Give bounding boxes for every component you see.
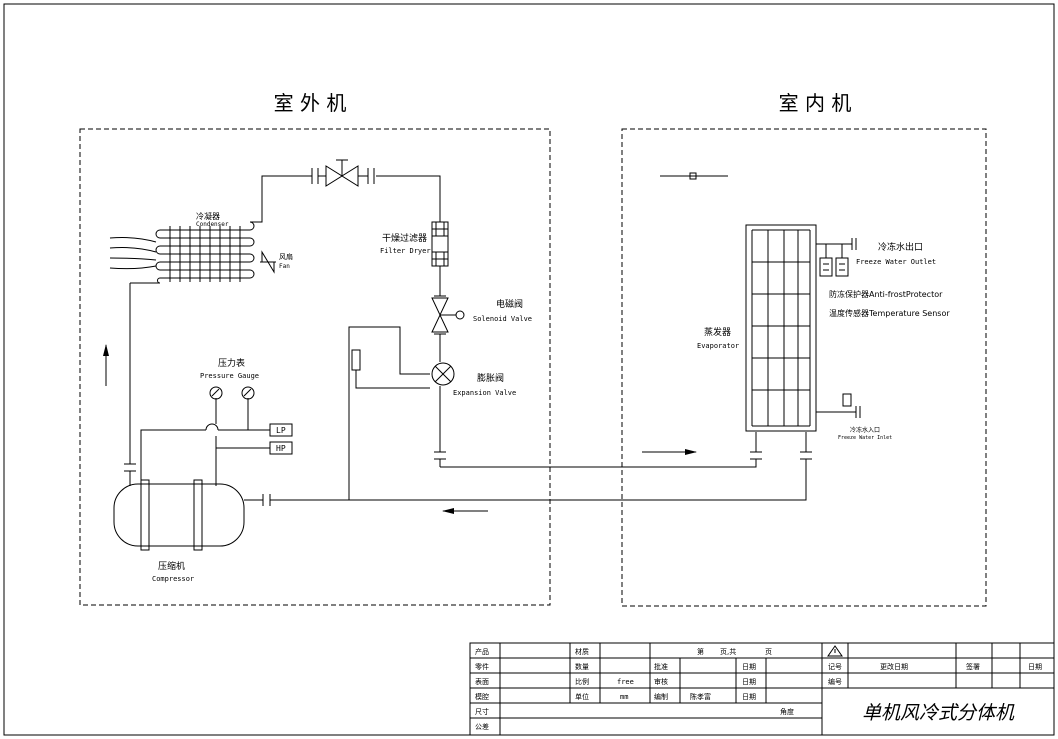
inlet-label-cn: 冷冻水入口 (850, 426, 880, 434)
lp-label: LP (276, 426, 286, 435)
fan-label-en: Fan (279, 263, 290, 270)
tb-scale: 比例 (575, 677, 589, 686)
evaporator-icon (745, 224, 817, 432)
compressor-label-en: Compressor (152, 575, 194, 583)
sensing-bulb-icon (351, 349, 361, 371)
fan-icon (260, 250, 276, 274)
outdoor-unit-title: 室 外 机 (274, 91, 347, 115)
tb-date-4: 日期 (742, 693, 756, 701)
indoor-marker-icon (660, 172, 728, 180)
expansion-label-en: Expansion Valve (453, 389, 516, 397)
tb-draft: 编制 (654, 692, 668, 701)
tb-angle: 角度 (780, 707, 794, 716)
hp-label: HP (276, 444, 286, 453)
title-block (469, 642, 1055, 736)
tb-dimension: 尺寸 (475, 707, 489, 716)
condenser-coil-icon (109, 221, 255, 284)
tb-check: 审核 (654, 677, 668, 686)
tb-pages: 页 (765, 648, 772, 656)
solenoid-label-en: Solenoid Valve (473, 315, 532, 323)
outdoor-unit-boundary (79, 128, 551, 606)
tb-product: 产品 (475, 647, 489, 656)
shutoff-valve-icon (311, 159, 375, 187)
tb-drafter: 陈孝富 (690, 692, 711, 701)
evaporator-label-cn: 蒸发器 (704, 326, 731, 338)
inlet-label-en: Freeze Water Inlet (838, 435, 892, 441)
flow-arrow-icon (103, 344, 697, 514)
tb-qty: 数量 (575, 662, 589, 671)
low-pressure-switch (269, 423, 293, 437)
expansion-valve-icon (431, 362, 455, 386)
tb-sheet: 第 (697, 647, 704, 656)
tb-cavity: 模腔 (475, 692, 489, 701)
outlet-label-cn: 冷冻水出口 (878, 241, 923, 253)
solenoid-valve-icon (431, 295, 465, 335)
high-pressure-switch (269, 441, 293, 455)
refrigerant-piping (129, 175, 807, 501)
solenoid-label-cn: 电磁阀 (496, 298, 523, 310)
condenser-label-en: Condenser (196, 221, 229, 228)
evaporator-label-en: Evaporator (697, 342, 739, 350)
outlet-label-en: Freeze Water Outlet (856, 258, 936, 266)
pressure-gauge-icon (209, 386, 255, 400)
tb-sheet-total: 页,共 (720, 647, 736, 656)
tb-date-2: 日期 (1028, 663, 1042, 671)
expansion-label-cn: 膨胀阀 (477, 372, 504, 384)
tb-unit-value: mm (620, 693, 628, 701)
tb-number: 编号 (828, 677, 842, 686)
temp-sensor-label: 温度传感器Temperature Sensor (829, 308, 950, 318)
tb-date-1: 日期 (742, 663, 756, 671)
condenser-label-cn: 冷凝器 (196, 211, 220, 221)
antifrost-label: 防冻保护器Anti-frostProtector (829, 289, 943, 299)
pipe-couplings (124, 451, 812, 506)
tb-date-3: 日期 (742, 678, 756, 686)
tb-unit: 单位 (575, 692, 589, 701)
indoor-unit-title: 室 内 机 (779, 91, 852, 115)
indoor-unit-boundary (621, 128, 987, 607)
tb-tolerance: 公差 (475, 722, 489, 731)
tb-surface: 表面 (475, 677, 489, 686)
fan-label-cn: 风扇 (279, 252, 293, 261)
gauge-label-en: Pressure Gauge (200, 372, 259, 380)
drawing-title: 单机风冷式分体机 (862, 702, 1015, 724)
tb-scale-value: free (617, 678, 634, 686)
filter-dryer-label-en: Filter Dryer (380, 247, 431, 255)
tb-mark: 记号 (828, 663, 842, 671)
compressor-icon (113, 479, 245, 551)
drawing-frame (3, 3, 1055, 736)
title-block-text: 产品 材质 第 页,共 页 零件 数量 批准 日期 记号 更改日期 签署 日期 … (475, 647, 1042, 731)
filter-dryer-icon (431, 221, 449, 267)
filter-dryer-label-cn: 干燥过滤器 (382, 232, 427, 244)
tb-part: 零件 (475, 662, 489, 671)
tb-sign: 签署 (966, 662, 980, 671)
tb-approve: 批准 (654, 662, 668, 671)
tb-change-date: 更改日期 (880, 662, 908, 671)
gauge-label-cn: 压力表 (218, 357, 245, 369)
compressor-label-cn: 压缩机 (158, 560, 185, 572)
freeze-water-outlet-pipe (816, 238, 857, 277)
tb-material: 材质 (575, 647, 589, 656)
freeze-water-inlet-pipe (816, 393, 861, 418)
